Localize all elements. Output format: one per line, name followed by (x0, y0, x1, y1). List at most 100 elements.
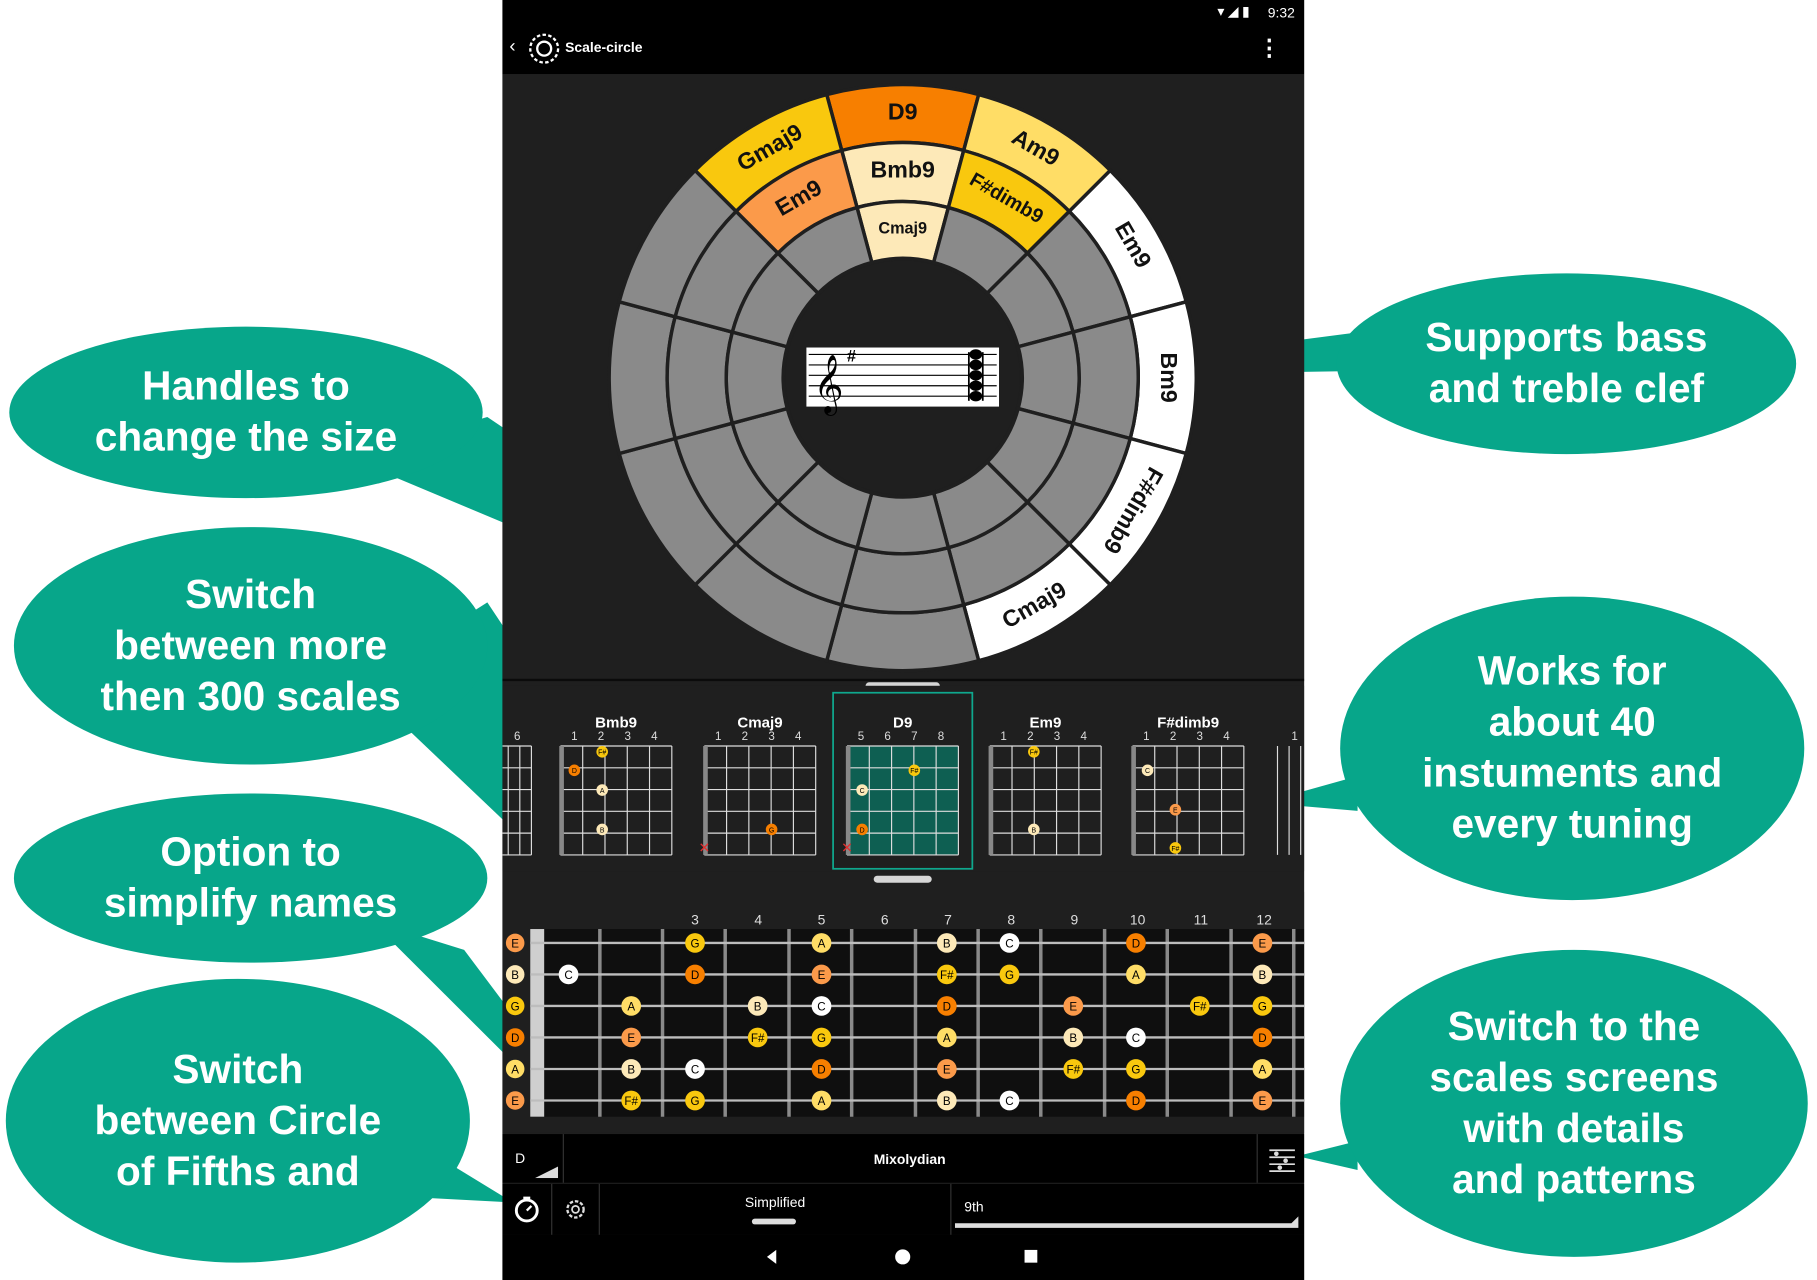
inner-segment[interactable] (775, 205, 874, 296)
fret-number: 9 (1071, 911, 1079, 927)
scale-note[interactable] (936, 996, 957, 1016)
settings-button[interactable] (552, 1183, 600, 1235)
scale-note[interactable] (1126, 1059, 1146, 1079)
divider (502, 678, 1305, 682)
scale-note[interactable] (685, 1059, 705, 1079)
scale-note[interactable] (936, 1059, 957, 1079)
scale-note[interactable] (811, 1090, 832, 1111)
scale-note-label: E (627, 1033, 635, 1045)
scale-note[interactable] (747, 1027, 768, 1048)
scale-note[interactable] (936, 1027, 957, 1048)
resize-handle-bottom[interactable] (873, 875, 932, 883)
scale-note[interactable] (936, 933, 957, 953)
scale-note[interactable] (1252, 1059, 1273, 1079)
scale-note[interactable] (936, 1090, 957, 1111)
chord-dot-label: F# (598, 750, 606, 757)
scale-note[interactable] (811, 964, 832, 985)
scale-note[interactable] (1126, 1027, 1146, 1048)
scale-note[interactable] (999, 933, 1020, 953)
scale-note[interactable] (811, 996, 832, 1016)
scale-note-label: A (627, 1002, 635, 1014)
open-string-note[interactable] (505, 1059, 525, 1079)
open-string-note[interactable] (505, 1091, 525, 1110)
scale-note[interactable] (1252, 964, 1273, 985)
scale-note[interactable] (1252, 1090, 1273, 1111)
scale-note-label: F# (1067, 1065, 1081, 1077)
more-vert-icon[interactable]: ⋮ (1257, 35, 1281, 62)
scale-note[interactable] (685, 1090, 705, 1111)
scale-note[interactable] (999, 964, 1020, 985)
fret-number: 6 (881, 911, 889, 927)
scale-note[interactable] (1252, 996, 1273, 1016)
scale-note[interactable] (1252, 1027, 1273, 1048)
middle-segment[interactable] (1070, 314, 1140, 441)
scale-note[interactable] (811, 1027, 832, 1048)
key-selector[interactable]: D (502, 1134, 564, 1183)
chord-dot-label: F# (1030, 750, 1038, 757)
simplify-toggle[interactable]: Simplified (600, 1183, 952, 1235)
recents-nav-icon[interactable] (1024, 1249, 1038, 1263)
circle-toggle-button[interactable] (502, 1183, 553, 1235)
middle-segment[interactable] (839, 545, 966, 615)
scale-note[interactable] (685, 964, 705, 985)
scale-note[interactable] (811, 1059, 832, 1079)
scale-note[interactable] (621, 1059, 642, 1079)
page-title: Scale-circle (565, 39, 643, 56)
gear-icon (566, 1200, 585, 1219)
fret-number: 8 (938, 731, 944, 743)
scale-note[interactable] (621, 1027, 642, 1048)
scale-note[interactable] (1126, 964, 1146, 985)
home-nav-icon[interactable] (895, 1249, 911, 1265)
scale-note[interactable] (1252, 933, 1273, 953)
scale-note[interactable] (685, 933, 705, 953)
scale-note[interactable] (1126, 1090, 1146, 1111)
scale-note[interactable] (1189, 996, 1210, 1016)
chord-name: Cmaj9 (737, 714, 782, 731)
fret-number: 2 (1027, 731, 1033, 743)
scale-note[interactable] (1126, 933, 1146, 953)
scale-note-label: B (1259, 970, 1267, 982)
dropdown-underline-icon (954, 1216, 1299, 1228)
scale-note[interactable] (936, 964, 957, 985)
scale-note[interactable] (747, 996, 768, 1016)
scale-note-label: F# (624, 1096, 638, 1108)
scale-note[interactable] (558, 964, 579, 985)
scale-note[interactable] (621, 996, 642, 1016)
chord-dot (1141, 764, 1154, 777)
scales-screen-button[interactable] (1256, 1134, 1305, 1183)
scale-note-label: D (817, 1065, 825, 1077)
open-string-note[interactable] (505, 965, 525, 984)
open-string-note[interactable] (505, 1028, 525, 1047)
scale-selector[interactable]: Mixolydian (564, 1134, 1256, 1183)
back-nav-icon[interactable] (766, 1249, 777, 1264)
fret-number: 5 (858, 731, 864, 743)
scale-note-label: F# (751, 1033, 765, 1045)
scale-note[interactable] (621, 1090, 642, 1111)
scale-note[interactable] (811, 933, 832, 953)
scale-note[interactable] (1063, 996, 1084, 1016)
chord-dot (908, 764, 921, 777)
middle-segment[interactable] (665, 314, 735, 441)
open-string-note[interactable] (505, 996, 525, 1016)
chord-name: Bmb9 (595, 714, 637, 731)
scale-note[interactable] (1063, 1059, 1084, 1079)
scale-note[interactable] (1063, 1027, 1084, 1048)
scale-note-label: C (817, 1002, 825, 1014)
scale-note[interactable] (999, 1090, 1020, 1111)
chevron-left-icon[interactable]: ‹ (509, 37, 516, 57)
chord-type-selector[interactable]: 9th (953, 1184, 1305, 1235)
open-string-note[interactable] (505, 933, 525, 953)
